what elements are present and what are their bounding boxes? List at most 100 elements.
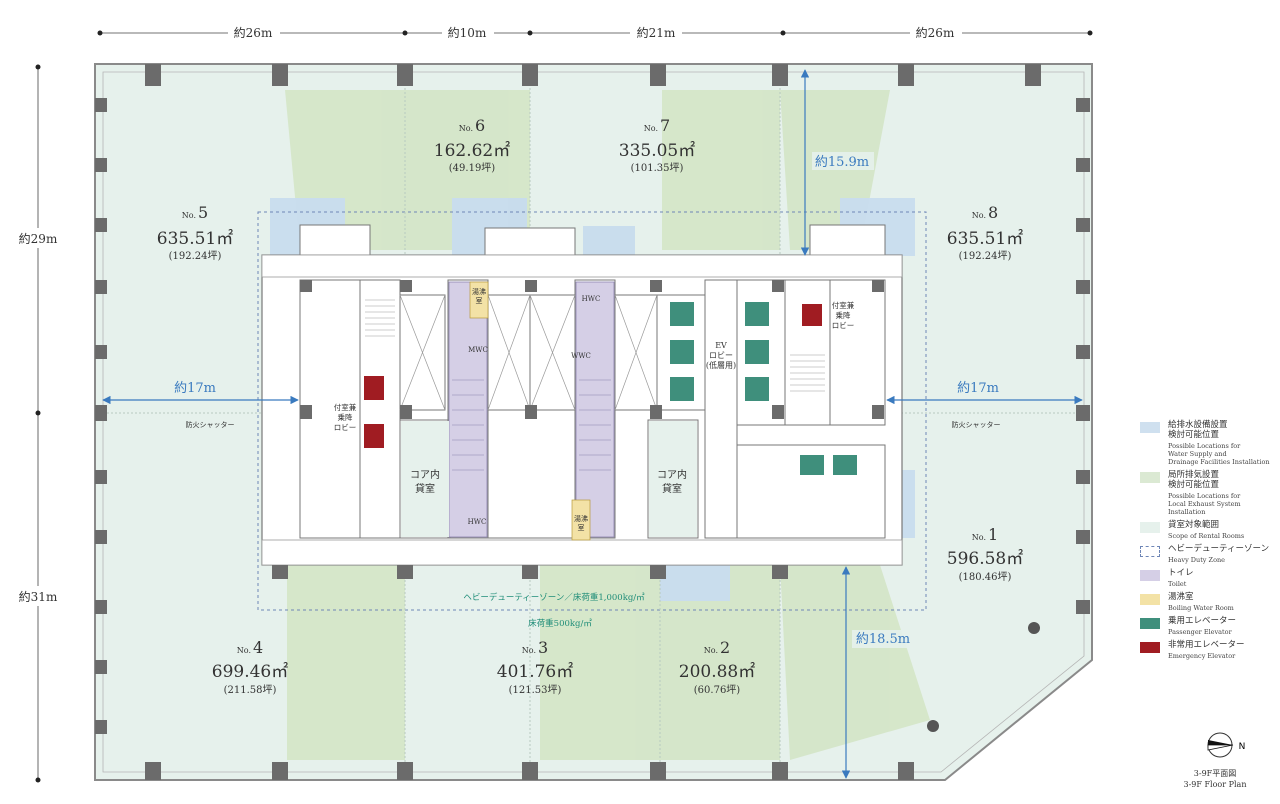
core-room-left: コア内 貸室 — [410, 468, 440, 495]
room-number: 3 — [538, 638, 548, 657]
room-number: 4 — [253, 638, 263, 657]
legend-label-en: Scope of Rental Rooms — [1168, 532, 1245, 540]
hwc-label-bottom: HWC — [468, 518, 487, 526]
legend-label-en: Possible Locations for Water Supply and … — [1168, 442, 1270, 466]
legend-swatch — [1140, 570, 1160, 581]
annex-lobby-right: 付室兼 乗降 ロビー — [832, 300, 855, 330]
emergency-elevators — [364, 304, 822, 448]
legend-label-jp: 給排水設備設置 検討可能位置 — [1168, 420, 1228, 440]
legend-item-heavy-duty: ヘビーデューティーゾーン Heavy Duty Zone — [1140, 544, 1275, 564]
svg-text:No.7: No.7 — [644, 116, 670, 135]
legend-item-passenger-ev: 乗用エレベーター Passenger Elevator — [1140, 616, 1275, 636]
svg-text:No.6: No.6 — [459, 116, 485, 135]
legend-label-jp: 非常用エレベーター — [1168, 640, 1245, 650]
dim-inner-3: 約15.9m — [815, 155, 869, 170]
legend-swatch — [1140, 642, 1160, 653]
caption-jp: 3-9F平面図 — [1193, 769, 1237, 778]
annex-lobby-left: 付室兼 乗降 ロビー — [334, 402, 357, 432]
svg-text:付室兼: 付室兼 — [832, 300, 855, 310]
room-number: 2 — [720, 638, 730, 657]
legend-label-jp: 湯沸室 — [1168, 592, 1194, 602]
legend-label-jp: 乗用エレベーター — [1168, 616, 1237, 626]
fire-shutter-left: 防火シャッター — [186, 420, 235, 429]
room-no-label: No. — [237, 646, 251, 655]
svg-text:EV: EV — [715, 341, 727, 350]
room-tsubo: (60.76坪) — [694, 683, 741, 696]
room-area: 401.76㎡ — [497, 662, 573, 682]
svg-text:コア内: コア内 — [410, 468, 440, 481]
svg-text:ロビー: ロビー — [832, 321, 855, 330]
room-area: 200.88㎡ — [679, 662, 755, 682]
svg-text:No.4: No.4 — [237, 638, 263, 657]
room-tsubo: (192.24坪) — [169, 249, 222, 262]
svg-text:乗降: 乗降 — [836, 310, 851, 320]
legend-label-jp: トイレ — [1168, 568, 1194, 578]
legend-label-jp: 局所排気設置 検討可能位置 — [1168, 470, 1220, 490]
mwc-label: MWC — [468, 346, 488, 354]
svg-text:室: 室 — [476, 296, 483, 305]
svg-text:(低層用): (低層用) — [706, 360, 736, 370]
room-tsubo: (101.35坪) — [631, 161, 684, 174]
room-tsubo: (192.24坪) — [959, 249, 1012, 262]
legend-swatch — [1140, 594, 1160, 605]
dim-top-4: 約26m — [916, 25, 955, 40]
svg-text:No.1: No.1 — [972, 525, 998, 544]
dim-top-1: 約26m — [234, 25, 273, 40]
fire-shutter-right: 防火シャッター — [952, 420, 1001, 429]
dim-inner-4: 約18.5m — [856, 632, 910, 647]
svg-text:ロビー: ロビー — [334, 423, 357, 432]
legend-swatch — [1140, 472, 1160, 483]
svg-text:No.5: No.5 — [182, 203, 208, 222]
legend-swatch — [1140, 618, 1160, 629]
room-3: No.3 401.76㎡ (121.53坪) — [497, 638, 573, 696]
legend-swatch — [1140, 546, 1160, 557]
legend-label-jp: ヘビーデューティーゾーン — [1168, 544, 1270, 554]
legend-item-boiling: 湯沸室 Boiling Water Room — [1140, 592, 1275, 612]
toilet-area — [448, 281, 488, 538]
room-area: 335.05㎡ — [619, 141, 695, 161]
legend-item-rental: 貸室対象範囲 Scope of Rental Rooms — [1140, 520, 1275, 540]
dim-top-3: 約21m — [637, 25, 676, 40]
room-number: 1 — [988, 525, 998, 544]
room-tsubo: (211.58坪) — [224, 683, 277, 696]
ev-lobby-label: EV ロビー (低層用) — [706, 341, 736, 370]
dim-left-1: 約29m — [19, 231, 58, 246]
legend-label-en: Toilet — [1168, 580, 1187, 588]
room-area: 699.46㎡ — [212, 662, 288, 682]
legend-label-en: Emergency Elevator — [1168, 652, 1236, 660]
room-6: No.6 162.62㎡ (49.19坪) — [434, 116, 510, 174]
boiling-room — [571, 499, 591, 541]
room-number: 5 — [198, 203, 208, 222]
boiling-room — [469, 281, 489, 319]
core-room-right: コア内 貸室 — [657, 468, 687, 495]
legend-item-emergency-ev: 非常用エレベーター Emergency Elevator — [1140, 640, 1275, 660]
room-no-label: No. — [972, 533, 986, 542]
room-area: 596.58㎡ — [947, 549, 1023, 569]
svg-text:No.8: No.8 — [972, 203, 998, 222]
room-no-label: No. — [644, 124, 658, 133]
legend-swatch — [1140, 422, 1160, 433]
svg-text:付室兼: 付室兼 — [334, 402, 357, 412]
svg-text:No.2: No.2 — [704, 638, 730, 657]
svg-text:コア内: コア内 — [657, 468, 687, 481]
boiling-label-bottom: 湯沸 室 — [574, 514, 588, 532]
floor-load-label: 床荷重500kg/㎡ — [528, 618, 592, 629]
room-area: 162.62㎡ — [434, 141, 510, 161]
hwc-label-top: HWC — [582, 295, 601, 303]
legend-label-en: Boiling Water Room — [1168, 604, 1234, 612]
core-rental-room — [649, 421, 697, 537]
legend-item-exhaust: 局所排気設置 検討可能位置 Possible Locations for Loc… — [1140, 470, 1275, 516]
dim-inner-2: 約17m — [957, 381, 999, 396]
legend-swatch — [1140, 522, 1160, 533]
legend-item-toilet: トイレ Toilet — [1140, 568, 1275, 588]
dim-left-2: 約31m — [19, 589, 58, 604]
core-rental-room — [401, 421, 449, 537]
heavy-duty-zone — [257, 211, 927, 611]
room-1: No.1 596.58㎡ (180.46坪) — [947, 525, 1023, 583]
room-area: 635.51㎡ — [947, 229, 1023, 249]
svg-text:ロビー: ロビー — [709, 351, 733, 360]
room-tsubo: (121.53坪) — [509, 683, 562, 696]
dim-top-2: 約10m — [448, 25, 487, 40]
room-tsubo: (180.46坪) — [959, 570, 1012, 583]
